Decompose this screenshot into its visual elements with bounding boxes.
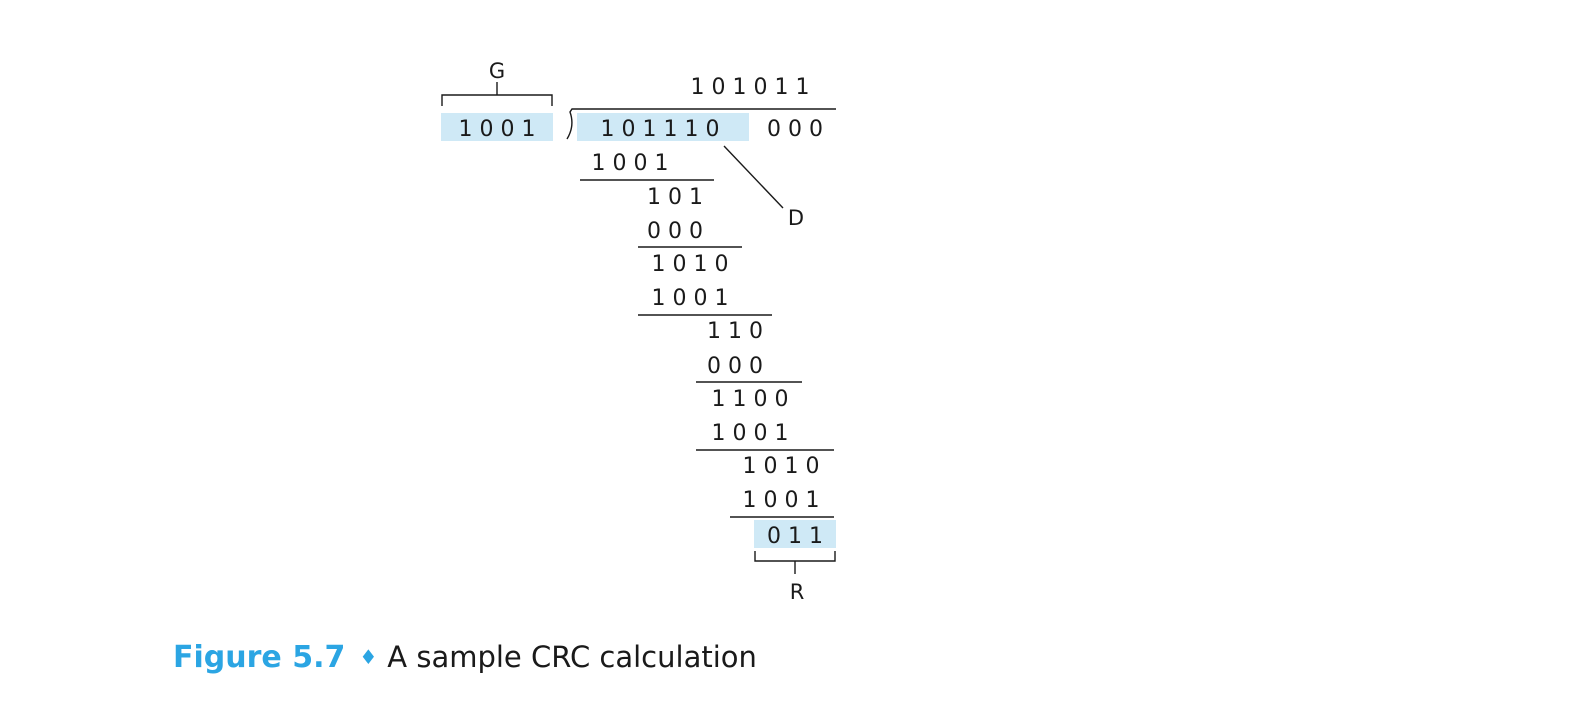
divisor: 1 0 0 1 [459, 117, 536, 142]
divisor-highlight [441, 113, 553, 141]
step-6-subtrahend: 1 0 0 1 [743, 488, 820, 513]
remainder-highlight [754, 520, 836, 548]
data-highlight [577, 113, 749, 141]
dividend-padding: 0 0 0 [767, 117, 823, 142]
dividend-data: 1 0 1 1 1 0 [601, 117, 720, 142]
step-2-subtrahend: 0 0 0 [647, 219, 703, 244]
label-d: D [788, 206, 804, 230]
r-bracket [754, 551, 836, 562]
label-g: G [489, 59, 505, 83]
figure-caption: Figure 5.7 ♦ A sample CRC calculation [173, 640, 757, 675]
step-4-subtrahend: 0 0 0 [707, 354, 763, 379]
step-3-result: 1 1 0 [707, 319, 763, 344]
remainder: 0 1 1 [767, 524, 823, 549]
step-5-subtrahend: 1 0 0 1 [712, 421, 789, 446]
caption-figure-number: Figure 5.7 [173, 640, 346, 675]
step-5-result: 1 0 1 0 [743, 454, 820, 479]
step-3-subtrahend: 1 0 0 1 [652, 286, 729, 311]
step-2-result: 1 0 1 0 [652, 252, 729, 277]
caption-text: A sample CRC calculation [387, 640, 757, 674]
step-1-subtrahend: 1 0 0 1 [592, 151, 669, 176]
quotient: 1 0 1 0 1 1 [691, 75, 810, 100]
caption-bullet-icon: ♦ [359, 645, 378, 669]
g-bracket [441, 94, 553, 106]
step-1-result: 1 0 1 [647, 185, 703, 210]
label-r: R [790, 580, 805, 604]
d-pointer-line [723, 145, 784, 209]
step-4-result: 1 1 0 0 [712, 387, 789, 412]
division-bracket [566, 108, 836, 140]
